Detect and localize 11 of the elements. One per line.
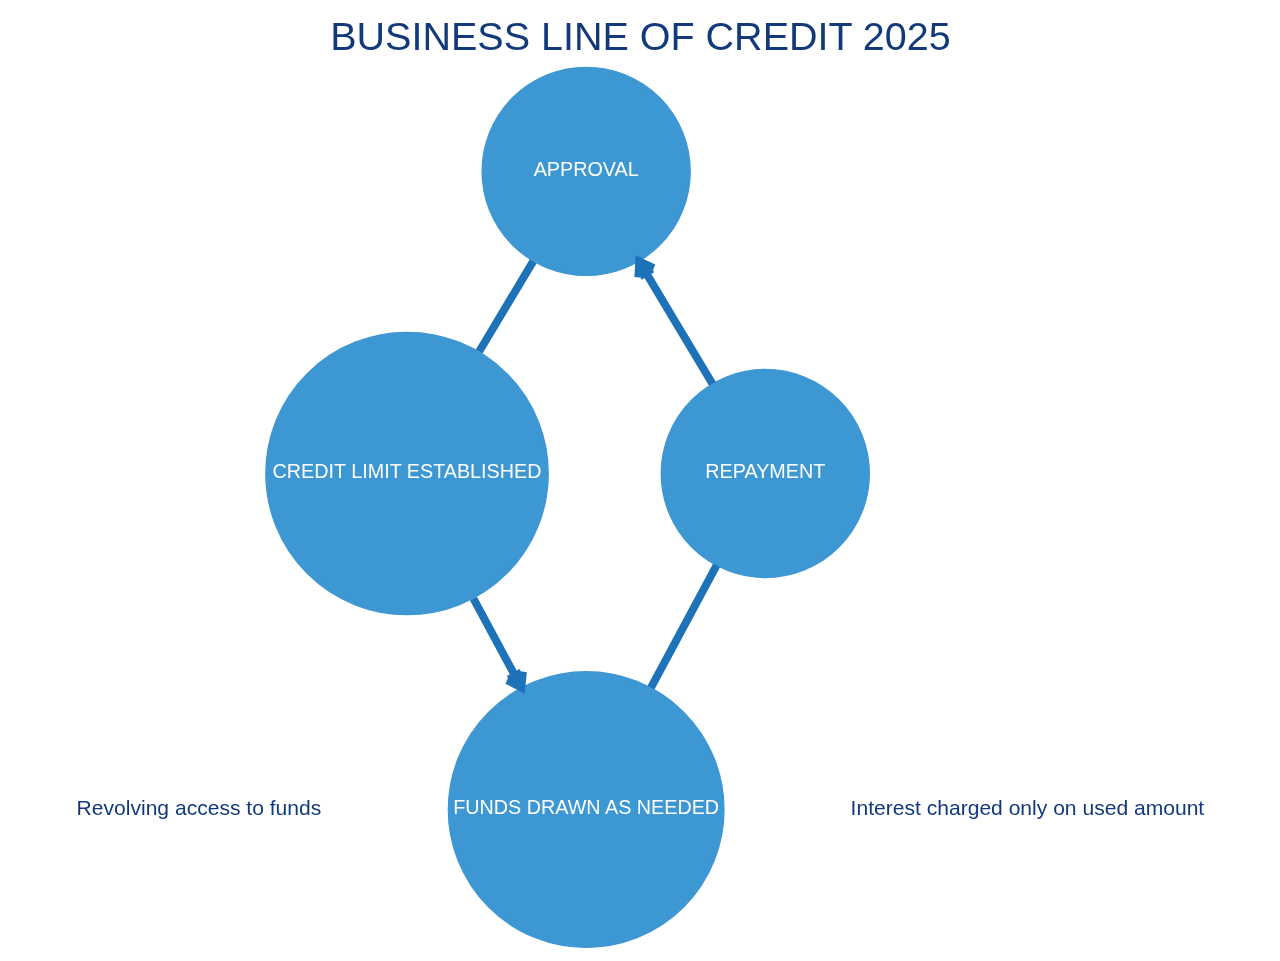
diagram-title: BUSINESS LINE OF CREDIT 2025 xyxy=(329,14,951,59)
node-circle: APPROVAL xyxy=(480,66,691,277)
label: Revolving access to funds xyxy=(76,795,321,819)
connector xyxy=(475,259,537,354)
label: Interest charged only on used amount xyxy=(850,795,1204,819)
node-circle: FUNDS DRAWN AS NEEDED xyxy=(447,671,725,949)
arrow xyxy=(469,596,527,692)
node-circle: REPAYMENT xyxy=(660,368,870,579)
arrow xyxy=(633,257,716,386)
connector xyxy=(647,563,720,690)
node-circle: CREDIT LIMIT ESTABLISHED xyxy=(264,331,549,616)
